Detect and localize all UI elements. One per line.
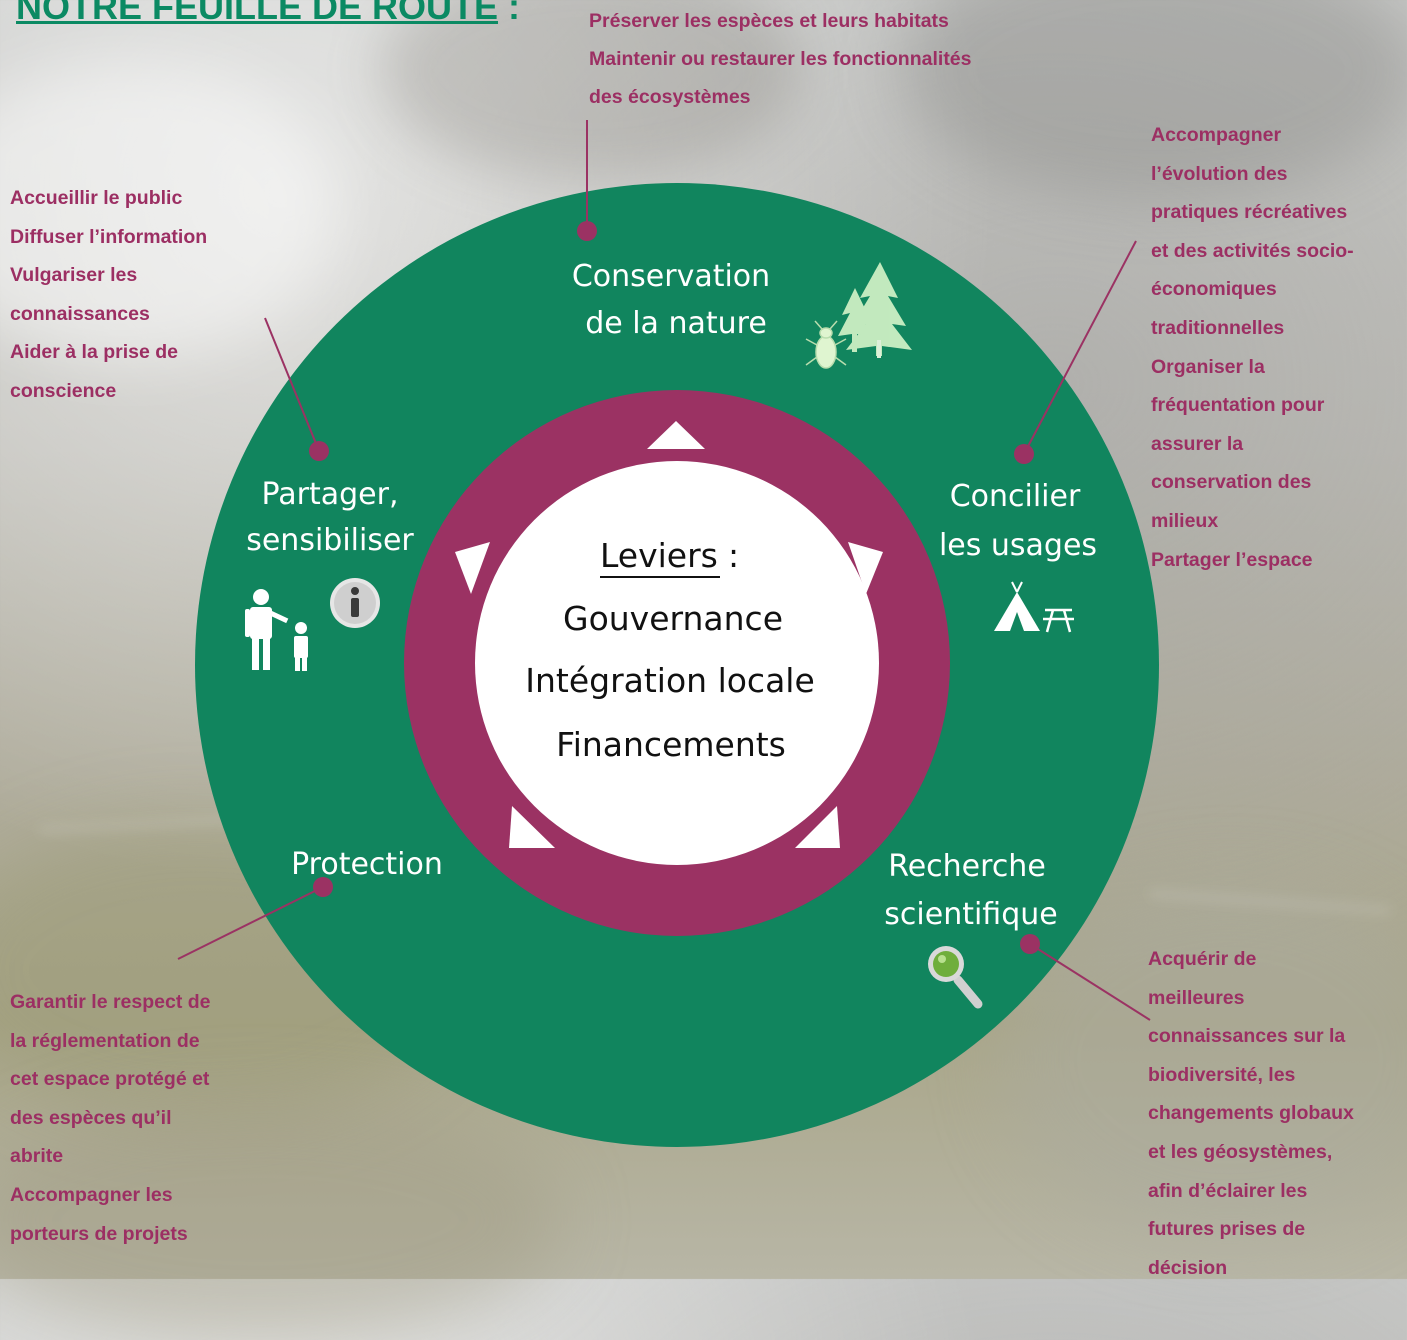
page-title: NOTRE FEUILLE DE ROUTE : <box>16 0 521 27</box>
center-white-circle <box>475 461 879 865</box>
segment-label-recherche: Recherche <box>888 849 1046 884</box>
note-concilier: Accompagner l’évolution des pratiques ré… <box>1151 116 1354 579</box>
note-line: et des activités socio- <box>1151 239 1354 262</box>
note-line: Acquérir de <box>1148 948 1257 970</box>
note-line: futures prises de <box>1148 1218 1306 1241</box>
note-line: Accompagner les <box>10 1183 173 1206</box>
magnifier-icon <box>928 946 983 1009</box>
note-line: Accompagner <box>1151 124 1282 146</box>
note-line: conscience <box>10 379 117 402</box>
note-line: la réglementation de <box>10 1029 200 1052</box>
note-line: connaissances <box>10 302 150 325</box>
note-line: biodiversité, les <box>1148 1063 1296 1086</box>
connector-dot-concilier <box>1014 444 1034 464</box>
segment-label-protection: Protection <box>291 847 443 882</box>
note-line: Partager l’espace <box>1151 548 1313 571</box>
note-line: décision <box>1148 1256 1228 1279</box>
note-line: abrite <box>10 1145 64 1168</box>
ring-arrow-lower-left <box>509 806 555 848</box>
note-line: des espèces qu’il <box>10 1106 172 1129</box>
note-protection: Garantir le respect de la réglementation… <box>10 983 211 1253</box>
connector-dot-partager <box>309 441 329 461</box>
note-line: conservation des <box>1151 471 1312 494</box>
ring-arrow-upper-left <box>455 542 490 594</box>
note-line: connaissances sur la <box>1148 1025 1346 1048</box>
segment-label-conservation: de la nature <box>585 306 767 341</box>
note-line: Accueillir le public <box>10 187 183 209</box>
center-item: Financements <box>556 725 786 764</box>
note-line: porteurs de projets <box>10 1222 188 1245</box>
roadmap-diagram: Conservation de la nature Partager, sens… <box>177 120 1159 1147</box>
connector-concilier <box>1023 240 1137 455</box>
tree-icon <box>838 262 912 358</box>
segment-label-conservation: Conservation <box>572 259 770 294</box>
connector-dot-conservation <box>577 221 597 241</box>
note-line: Maintenir ou restaurer les fonctionnalit… <box>589 48 972 70</box>
note-conservation: Préserver les espèces et leurs habitats … <box>589 2 972 116</box>
center-heading: Leviers <box>600 536 718 575</box>
note-line: Organiser la <box>1151 355 1265 378</box>
note-line: Diffuser l’information <box>10 225 208 248</box>
connector-dot-recherche <box>1020 934 1040 954</box>
connector-protection <box>177 886 324 960</box>
note-line: meilleures <box>1148 986 1245 1009</box>
note-line: des écosystèmes <box>589 86 751 108</box>
connector-recherche <box>1029 943 1151 1021</box>
note-line: Garantir le respect de <box>10 991 211 1013</box>
note-line: fréquentation pour <box>1151 394 1325 417</box>
note-line: assurer la <box>1151 432 1244 455</box>
note-line: l’évolution des <box>1151 162 1288 185</box>
center-item: Gouvernance <box>563 599 783 638</box>
ring-arrow-lower-right <box>795 806 840 848</box>
segment-label-concilier: Concilier <box>950 479 1081 514</box>
note-line: milieux <box>1151 509 1219 532</box>
note-line: Aider à la prise de <box>10 341 178 364</box>
segment-label-recherche: scientifique <box>884 897 1057 932</box>
family-icon <box>245 589 308 671</box>
note-line: changements globaux <box>1148 1102 1354 1125</box>
note-line: pratiques récréatives <box>1151 201 1348 224</box>
note-line: et les géosystèmes, <box>1148 1140 1333 1163</box>
note-line: Vulgariser les <box>10 264 138 287</box>
connector-partager <box>264 317 320 452</box>
note-partager: Accueillir le public Diffuser l’informat… <box>10 179 207 411</box>
segment-label-partager: Partager, <box>262 477 399 512</box>
ring-arrow-top <box>647 421 705 449</box>
info-icon <box>330 578 380 628</box>
center-heading-colon: : <box>728 536 739 575</box>
note-line: économiques <box>1151 278 1277 301</box>
note-line: cet espace protégé et <box>10 1068 210 1091</box>
note-recherche: Acquérir de meilleures connaissances sur… <box>1148 940 1354 1287</box>
tent-icon <box>994 581 1040 631</box>
note-line: afin d’éclairer les <box>1148 1179 1308 1202</box>
note-line: Préserver les espèces et leurs habitats <box>589 10 949 32</box>
center-item: Intégration locale <box>525 661 815 700</box>
connector-dot-protection <box>313 877 333 897</box>
ring-arrow-upper-right <box>848 542 883 594</box>
insect-icon <box>805 320 847 369</box>
segment-label-partager: sensibiliser <box>246 523 414 558</box>
note-line: traditionnelles <box>1151 316 1285 339</box>
segment-label-concilier: les usages <box>939 528 1097 563</box>
picnic-table-icon <box>1043 608 1074 633</box>
